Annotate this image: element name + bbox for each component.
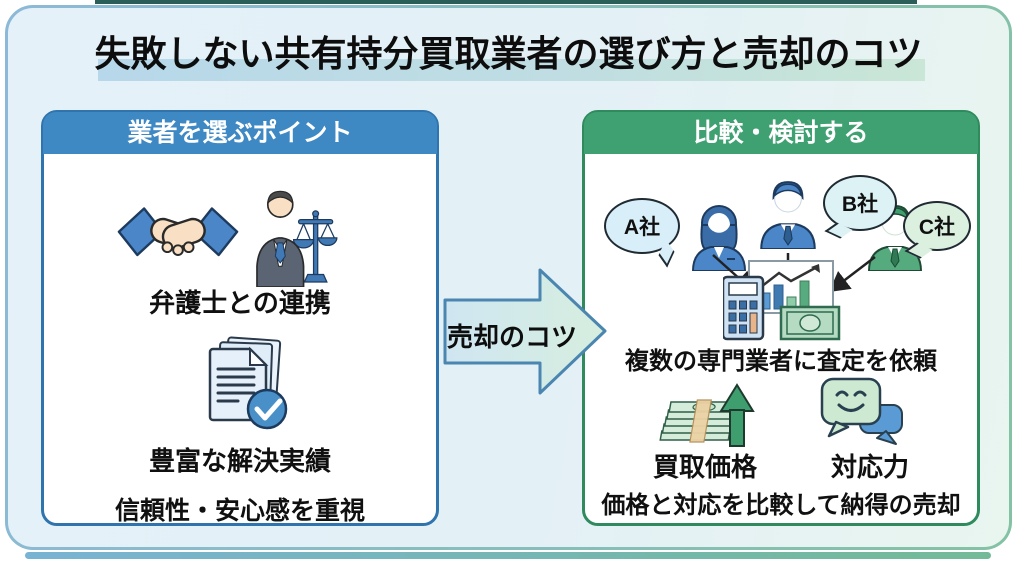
- step-caption: 複数の専門業者に査定を依頼: [625, 348, 937, 375]
- right-panel-header: 比較・検討する: [584, 112, 978, 154]
- factor-price-label: 買取価格: [652, 452, 757, 482]
- consultant-b-icon: [757, 177, 819, 251]
- company-b-label: B社: [841, 193, 879, 216]
- calculator-chart-money-icon: [721, 259, 888, 341]
- chat-bubbles-smile-icon: [820, 377, 908, 449]
- top-edge-decoration: [95, 0, 917, 4]
- flow-arrow-label: 売却のコツ: [446, 322, 577, 352]
- factor-response-label: 対応力: [830, 452, 909, 482]
- speech-bubble-company-b: B社: [823, 175, 897, 239]
- main-card-background: 失敗しない共有持分買取業者の選び方と売却のコツ 業者を選ぶポイント: [8, 8, 1009, 547]
- company-c-label: C社: [918, 216, 956, 239]
- documents-check-icon: [192, 335, 292, 435]
- left-panel-header: 業者を選ぶポイント: [43, 112, 437, 154]
- consultant-a-icon: [689, 201, 749, 272]
- point-label-results: 豊富な解決実績: [148, 446, 331, 476]
- handshake-icon: [114, 193, 242, 285]
- speech-bubble-company-c: C社: [903, 201, 971, 259]
- bubble-tail: [824, 222, 853, 239]
- point-label-lawyer: 弁護士との連携: [149, 288, 331, 318]
- left-panel-footer: 信頼性・安心感を重視: [114, 497, 365, 525]
- bottom-edge-decoration: [25, 552, 991, 559]
- panel-choose-points: 業者を選ぶポイント: [41, 110, 439, 526]
- panel-compare: 比較・検討する A社: [582, 110, 980, 526]
- company-a-label: A社: [623, 216, 661, 239]
- money-stack-up-arrow-icon: [655, 379, 757, 449]
- right-panel-footer: 価格と対応を比較して納得の売却: [601, 492, 961, 519]
- lawyer-scales-icon: [249, 183, 339, 288]
- speech-bubble-company-a: A社: [604, 198, 680, 268]
- page-title: 失敗しない共有持分買取業者の選び方と売却のコツ: [94, 33, 923, 74]
- flow-arrow-icon: [443, 268, 607, 395]
- title-highlight-bar: [98, 59, 925, 81]
- main-card: 失敗しない共有持分買取業者の選び方と売却のコツ 業者を選ぶポイント: [5, 5, 1012, 550]
